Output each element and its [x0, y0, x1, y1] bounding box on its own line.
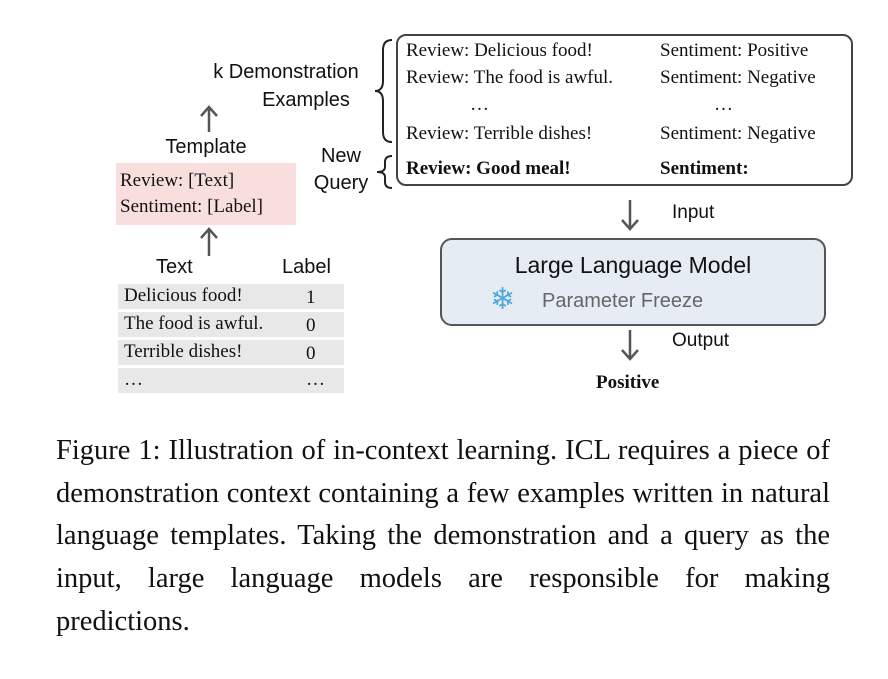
query-sentiment: Sentiment:	[660, 158, 749, 179]
table-cell-text: Delicious food!	[124, 285, 243, 306]
column-header-label: Label	[282, 256, 331, 278]
table-row	[118, 340, 344, 365]
table-cell-text: Terrible dishes!	[124, 341, 243, 362]
prediction-output: Positive	[596, 372, 660, 393]
table-row	[118, 284, 344, 309]
brace-icon	[376, 155, 393, 189]
template-review-line: Review: [Text]	[120, 170, 235, 191]
arrow-up-icon	[200, 227, 218, 256]
arrow-down-icon	[621, 200, 639, 231]
parameter-freeze-label: Parameter Freeze	[542, 290, 704, 312]
table-cell-label: 0	[306, 343, 316, 364]
new-query-line2: Query	[313, 172, 369, 194]
llm-box	[440, 238, 826, 326]
k-demonstration-label: k Demonstration Examples	[186, 58, 386, 114]
table-row	[118, 368, 344, 393]
demo-ellipsis: …	[470, 94, 489, 115]
demo-sentiment: Sentiment: Negative	[660, 67, 816, 88]
table-row	[118, 312, 344, 337]
table-cell-text: …	[124, 369, 143, 390]
new-query-line1: New	[320, 145, 361, 167]
k-demo-line1: k Demonstration	[213, 61, 359, 83]
demo-review: Review: Terrible dishes!	[406, 123, 593, 144]
table-cell-label: 1	[306, 287, 316, 308]
arrow-up-icon	[200, 105, 218, 132]
k-demo-line2: Examples	[262, 89, 350, 111]
table-cell-label: 0	[306, 315, 316, 336]
brace-icon	[374, 39, 393, 143]
demo-ellipsis: …	[714, 94, 733, 115]
demo-review: Review: Delicious food!	[406, 40, 593, 61]
template-sentiment-line: Sentiment: [Label]	[120, 196, 263, 217]
new-query-label: New Query	[304, 143, 378, 197]
demo-sentiment: Sentiment: Negative	[660, 123, 816, 144]
table-cell-text: The food is awful.	[124, 313, 264, 334]
query-review: Review: Good meal!	[406, 158, 571, 179]
snowflake-icon: ❄	[490, 283, 516, 316]
output-label: Output	[672, 330, 730, 351]
input-label: Input	[672, 202, 715, 223]
llm-title: Large Language Model	[514, 252, 752, 278]
template-label: Template	[165, 136, 247, 158]
arrow-down-icon	[621, 330, 639, 361]
template-box	[116, 163, 296, 225]
figure-caption: Figure 1: Illustration of in-context lea…	[56, 435, 830, 637]
demo-sentiment: Sentiment: Positive	[660, 40, 809, 61]
demonstration-box	[396, 34, 853, 186]
column-header-text: Text	[156, 256, 193, 278]
table-cell-label: …	[306, 369, 325, 390]
demo-review: Review: The food is awful.	[406, 67, 614, 88]
